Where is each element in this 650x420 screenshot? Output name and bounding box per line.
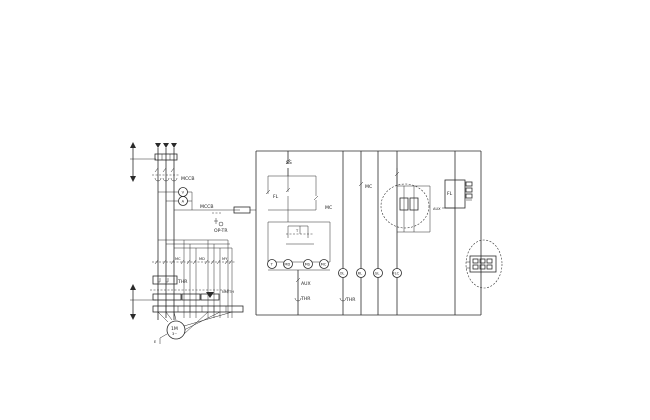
relay-detail: AUX [380,168,455,233]
lamp-flc-icon [392,268,402,278]
mc-branch-label: MC [365,184,372,190]
coil-mc-label: MC [321,263,327,267]
lamp-flc-label: FLC [393,272,400,276]
control-feed: MCCB OP-TR [200,204,256,234]
lamp-ol-label: OL [340,272,345,276]
motor-icon [166,320,186,340]
aux-small-label: AUX [433,207,441,211]
my-label-power: MY [222,257,228,261]
motor: 1M 3~ E [154,311,233,344]
fl-box [444,179,466,209]
lamp-rl-label: RL [358,272,363,276]
power-circuit: MCCB V A MCCB OP-TR [130,142,256,344]
fl-label: FL [273,194,279,200]
mccb-ctrl-label: MCCB [200,204,214,210]
terminal-detail-oval [465,239,503,289]
voltmeter-label: V [182,191,185,195]
fl-box-label: FL [447,191,453,197]
lamp-branches: MC THR [339,151,398,315]
lamp-gl-icon [373,268,383,278]
mc-label-power: MC [175,257,181,261]
selector-switch: SS FL MC [265,151,332,211]
lamp-gl-label: GL [375,272,380,276]
control-frame [255,150,482,316]
coil-mc-icon [319,259,329,269]
aux-label: AUX [301,281,311,287]
motor-sub-label: 3~ [172,332,177,336]
mc-aux-label: MC [325,205,332,211]
terminal-detail [465,239,503,289]
motor-label: 1M [171,326,178,332]
coil-md-icon [283,259,293,269]
small-note: NM/TH [222,290,234,294]
top-arrow-icon [130,142,156,182]
lamp-ol-icon [338,268,348,278]
coil-ms-icon [303,259,313,269]
phase-lines [157,148,175,320]
detail-oval [380,183,430,229]
op-tr-label: OP-TR [214,228,228,234]
earth-label: E [154,340,157,344]
thr-power-label: THR [177,279,188,285]
bottom-arrow-icon [130,284,156,320]
coil-ms-label: MS [305,263,311,267]
coil-md-label: MD [284,263,290,267]
ammeter-label: A [182,200,185,204]
mccb-main-label: MCCB [181,176,195,182]
thr-branch-label: THR [345,297,356,303]
coils: T MD MS MC [267,259,329,269]
ss-label: SS [286,160,292,166]
thermal-relay: THR [150,275,230,291]
thr-ctrl-label: THR [300,296,311,302]
fl-unit: FL [444,151,473,315]
coil-t-label: T [270,263,274,267]
outgoing-terminals: NM/TH [152,290,244,313]
md-label-power: MD [199,257,205,261]
meters: V A [158,187,240,211]
lamp-rl-icon [356,268,366,278]
coil-t-icon [267,259,277,269]
protection-chain: AUX THR [294,270,311,315]
main-mccb: MCCB [152,167,195,182]
control-circuit: SS FL MC T [255,150,503,316]
lamps: OL RL GL FLC [338,268,402,278]
t-cap-label: T [295,229,299,233]
